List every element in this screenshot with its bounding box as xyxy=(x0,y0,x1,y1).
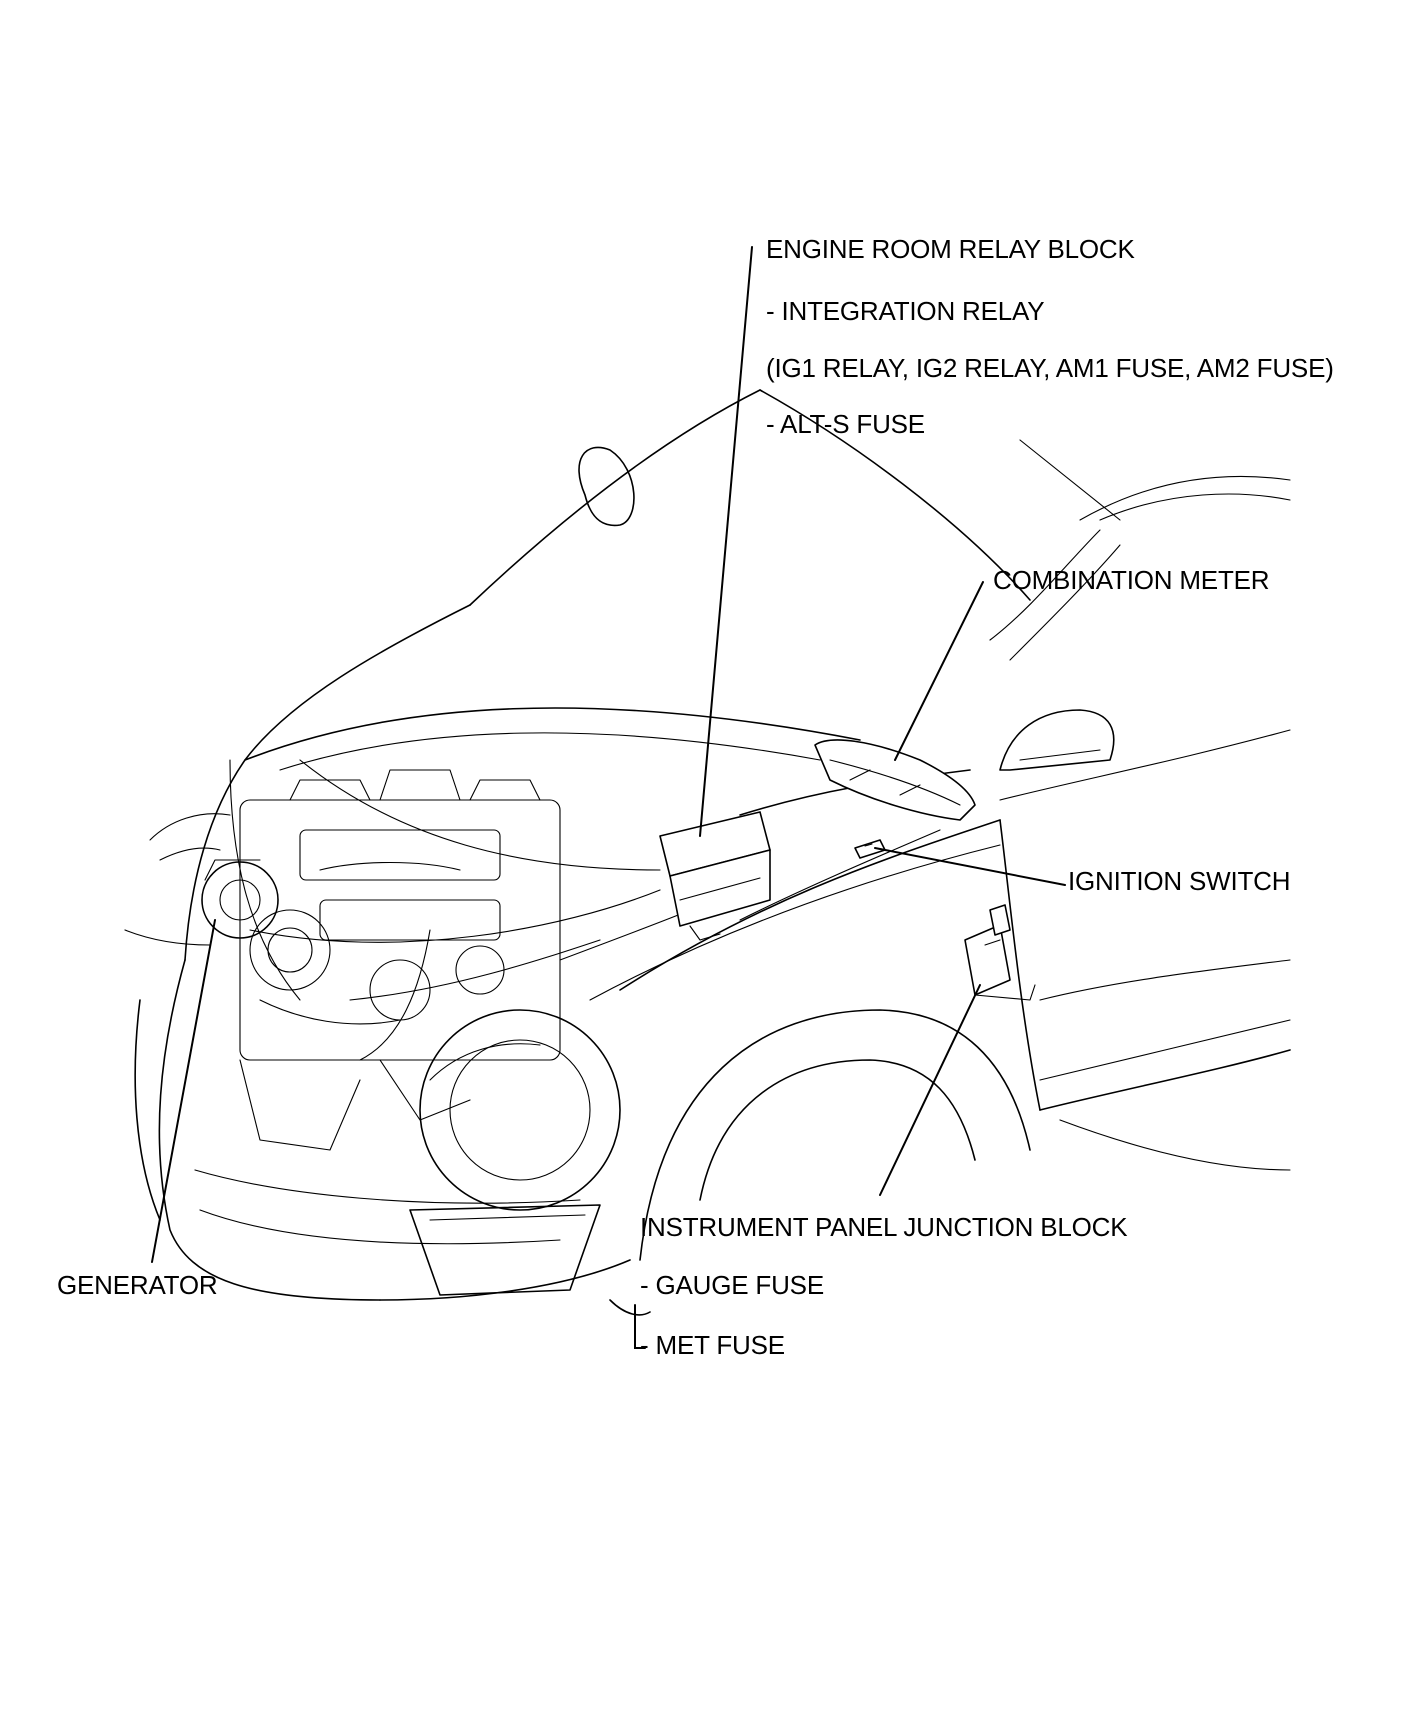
label-alt-s-fuse: - ALT-S FUSE xyxy=(766,409,925,439)
leader-lines xyxy=(151,246,1066,1349)
label-generator: GENERATOR xyxy=(57,1270,218,1300)
label-met-fuse: - MET FUSE xyxy=(640,1330,785,1360)
label-instrument-panel-junction-block: INSTRUMENT PANEL JUNCTION BLOCK xyxy=(640,1212,1128,1242)
combination-meter-part xyxy=(814,739,976,821)
engine-assembly xyxy=(201,769,561,1151)
engine-room-relay-block-part xyxy=(659,811,771,941)
label-combination-meter: COMBINATION METER xyxy=(993,565,1270,595)
label-integration-relay: - INTEGRATION RELAY xyxy=(766,296,1045,326)
wire-harness xyxy=(229,759,941,1061)
vehicle-body-outline xyxy=(124,389,1291,1316)
label-integration-relay-contents: (IG1 RELAY, IG2 RELAY, AM1 FUSE, AM2 FUS… xyxy=(766,353,1334,383)
label-gauge-fuse: - GAUGE FUSE xyxy=(640,1270,824,1300)
label-engine-room-relay-block: ENGINE ROOM RELAY BLOCK xyxy=(766,234,1135,264)
label-ignition-switch: IGNITION SWITCH xyxy=(1068,866,1291,896)
instrument-panel-junction-block-part xyxy=(964,904,1036,1001)
